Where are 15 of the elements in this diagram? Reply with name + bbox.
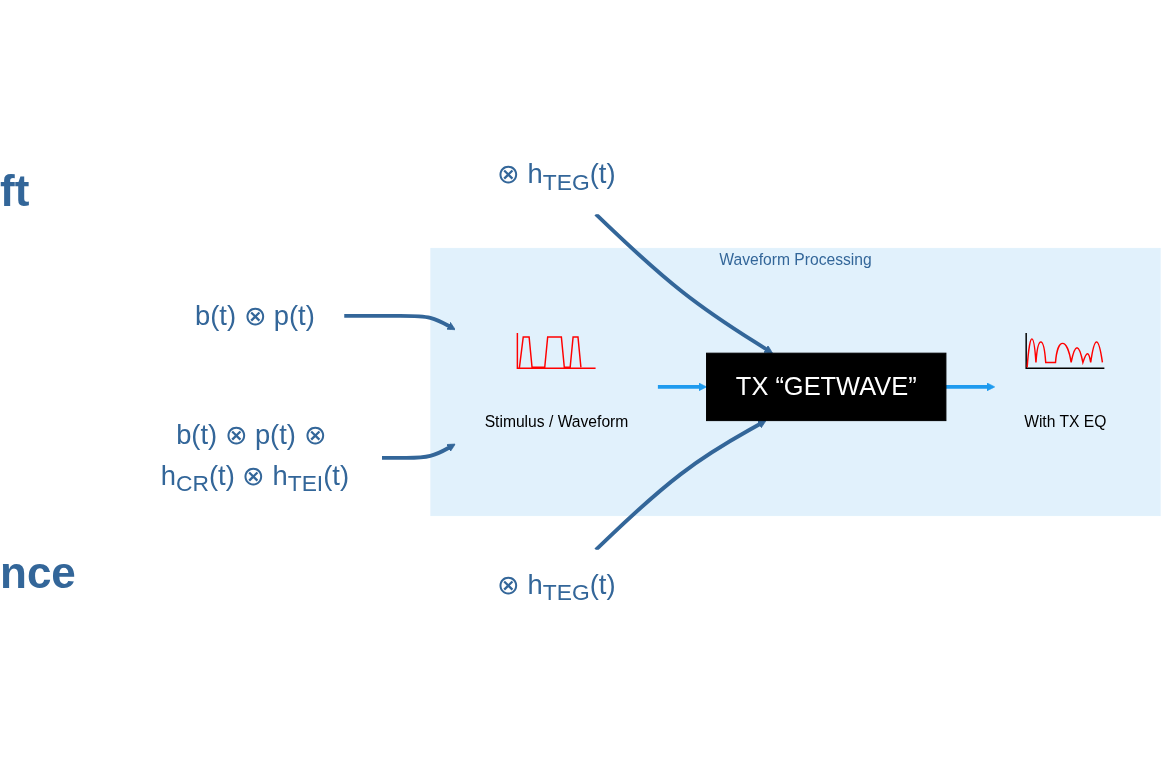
node-text: b(t) ⊗ p(t) ⊗ h$_{CR}$(t) ⊗ h$_{TEI}$(t) [160, 419, 350, 497]
arrow [344, 313, 456, 331]
node-text: b(t) ⊗ p(t) [195, 300, 315, 331]
node-text: Stimulus / Waveform [484, 413, 629, 430]
node-box: TX “GETWAVE” [706, 352, 947, 422]
heading-fragment: nce [0, 548, 77, 598]
arrow [382, 443, 456, 460]
arrow [657, 382, 707, 392]
node-text: With TX EQ [1024, 413, 1107, 430]
node-text: ⊗ h$_{TEG}$(t) [497, 569, 616, 606]
arrow [594, 212, 773, 354]
arrow [945, 382, 996, 392]
heading-fragment: ft [0, 166, 31, 216]
node-text: ⊗ h$_{TEG}$(t) [497, 158, 616, 195]
arrow [594, 420, 767, 552]
